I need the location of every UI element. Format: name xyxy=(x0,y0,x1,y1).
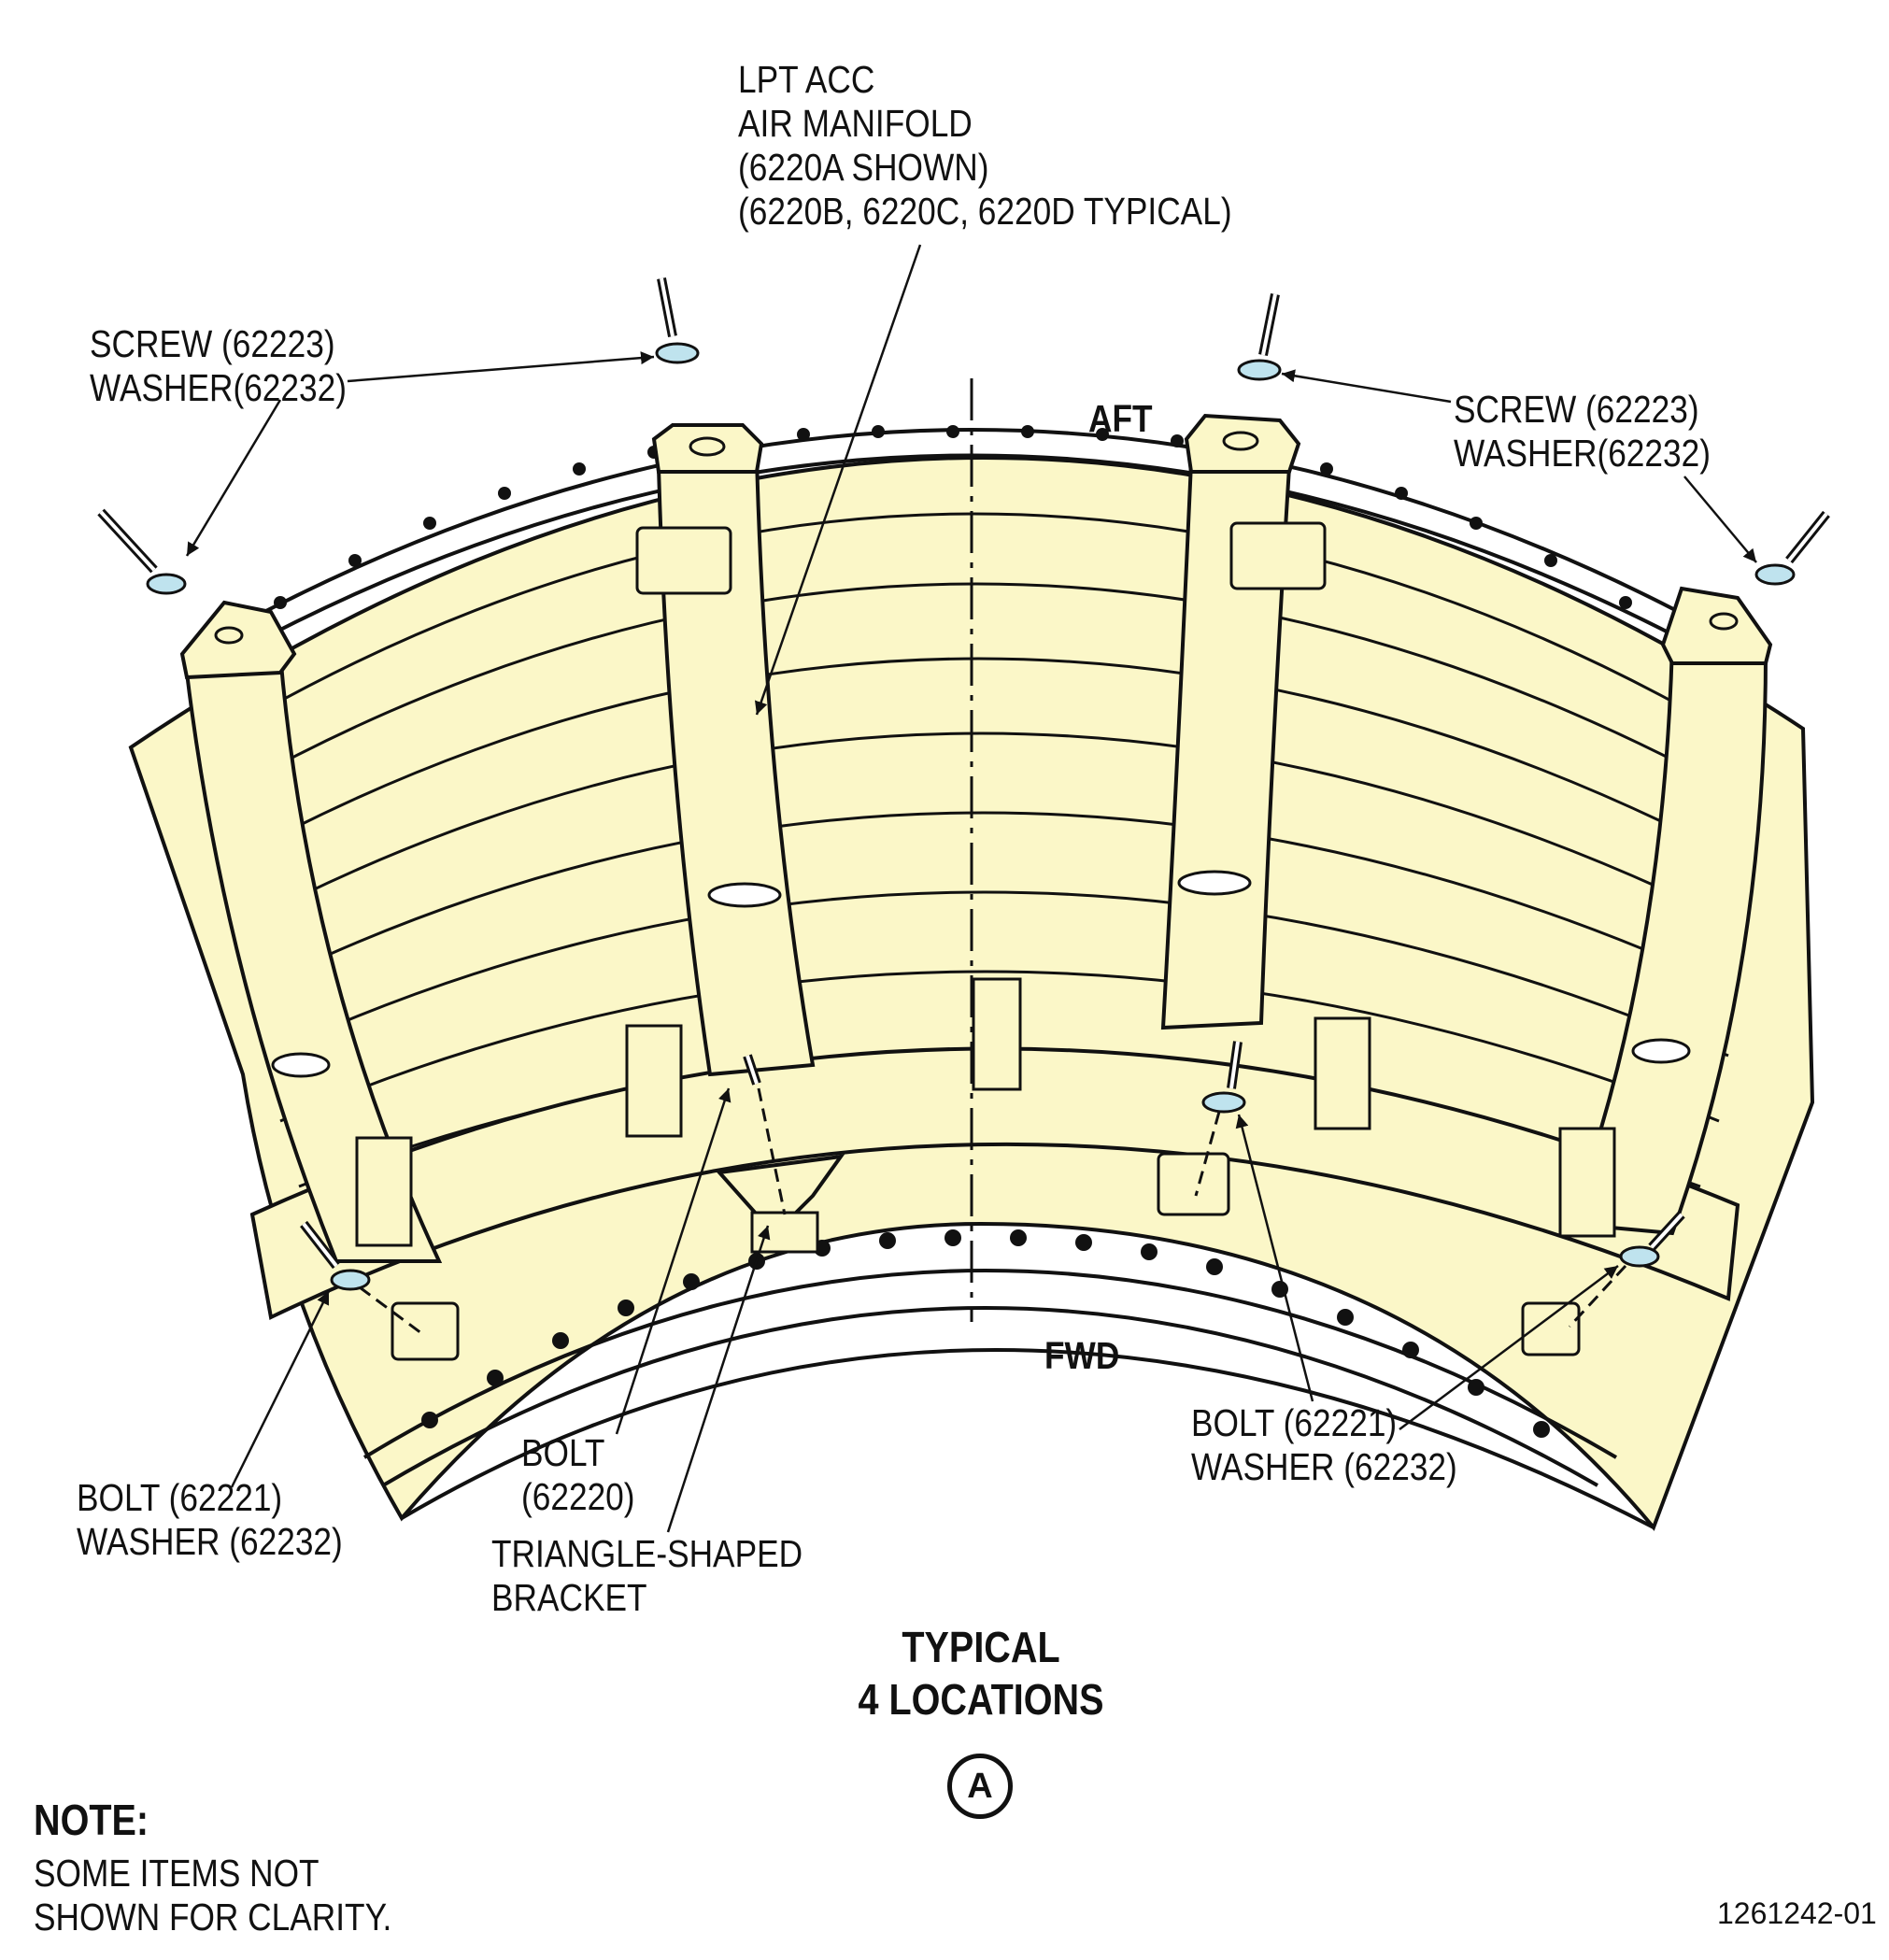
bolt-washer-far-right xyxy=(1568,1211,1685,1328)
bolt-washer-right-label: BOLT (62221) WASHER (62232) xyxy=(1191,1401,1457,1488)
case-ribs xyxy=(214,512,1739,1188)
manifold-tube-4 xyxy=(1567,642,1768,1236)
screw-washer-2 xyxy=(655,277,700,364)
bolt-washer-left xyxy=(300,1220,426,1338)
bolt-washer-right xyxy=(1194,1041,1246,1197)
manifold-tube-1 xyxy=(184,651,443,1263)
bracket-label: TRIANGLE-SHAPED BRACKET xyxy=(491,1532,803,1619)
note-heading: NOTE: xyxy=(34,1796,149,1844)
leader-screw-right-b xyxy=(1683,476,1757,563)
leader-bolt-right-b xyxy=(1399,1264,1619,1431)
leader-bolt-center xyxy=(615,1087,731,1435)
bolt-center-label: BOLT (62220) xyxy=(521,1431,635,1518)
note-text: SOME ITEMS NOT SHOWN FOR CLARITY. xyxy=(34,1852,392,1939)
pad-holes xyxy=(214,431,1739,645)
view-callout-circle: A xyxy=(947,1754,1013,1819)
leader-lines xyxy=(185,244,1757,1533)
screw-washer-4 xyxy=(1754,510,1830,586)
bolt-center xyxy=(743,1054,787,1215)
fwd-label: FWD xyxy=(1044,1334,1120,1377)
leader-bracket xyxy=(666,1225,771,1533)
mounting-pad-2 xyxy=(651,423,764,474)
tube-openings xyxy=(271,870,1691,1078)
leader-screw-right-a xyxy=(1281,369,1452,404)
bolt-washer-left-label: BOLT (62221) WASHER (62232) xyxy=(77,1476,343,1563)
leader-screw-left-b xyxy=(185,399,282,557)
leader-manifold xyxy=(754,244,922,716)
figure-id: 1261242-01 xyxy=(1717,1896,1877,1930)
aft-label: AFT xyxy=(1088,397,1153,440)
leader-bolt-right-a xyxy=(1235,1114,1314,1402)
support-clips xyxy=(355,521,1616,1247)
lower-bosses xyxy=(391,1152,1581,1361)
fwd-flange xyxy=(362,1269,1655,1529)
screw-washer-1 xyxy=(97,508,187,595)
fwd-flange-bolts xyxy=(421,1229,1550,1438)
view-title: TYPICAL 4 LOCATIONS xyxy=(858,1623,1104,1724)
screw-washer-left-label: SCREW (62223) WASHER(62232) xyxy=(90,322,347,409)
manifold-tube-2 xyxy=(656,455,816,1077)
screw-washer-right-label: SCREW (62223) WASHER(62232) xyxy=(1454,388,1711,475)
leader-bolt-left xyxy=(230,1290,331,1488)
mounting-pad-3 xyxy=(1184,413,1301,474)
manifold-tubes xyxy=(184,455,1768,1263)
screw-washer-3 xyxy=(1237,293,1282,381)
manifold-label: LPT ACC AIR MANIFOLD (6220A SHOWN) (6220… xyxy=(738,58,1232,233)
leader-screw-left-a xyxy=(347,351,655,383)
mounting-pad-4 xyxy=(1660,586,1773,665)
